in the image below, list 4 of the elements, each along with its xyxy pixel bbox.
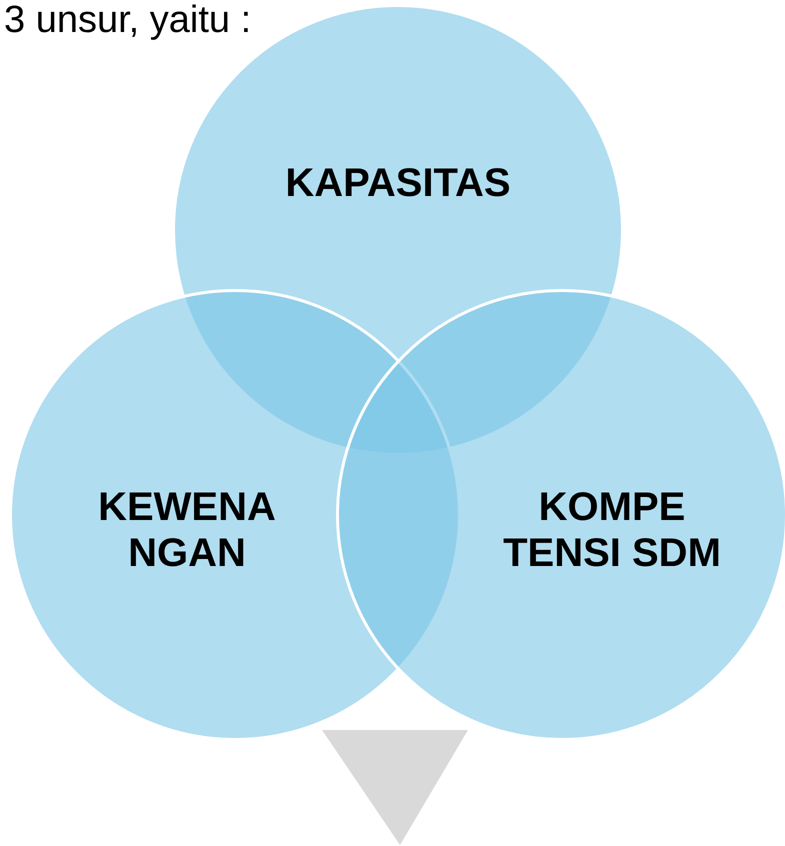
intro-text: 3 unsur, yaitu : xyxy=(4,0,252,40)
circle-label: KAPASITAS xyxy=(284,160,512,206)
circle-label: KEWENA NGAN xyxy=(97,484,277,576)
circle-label: KOMPE TENSI SDM xyxy=(502,484,722,576)
